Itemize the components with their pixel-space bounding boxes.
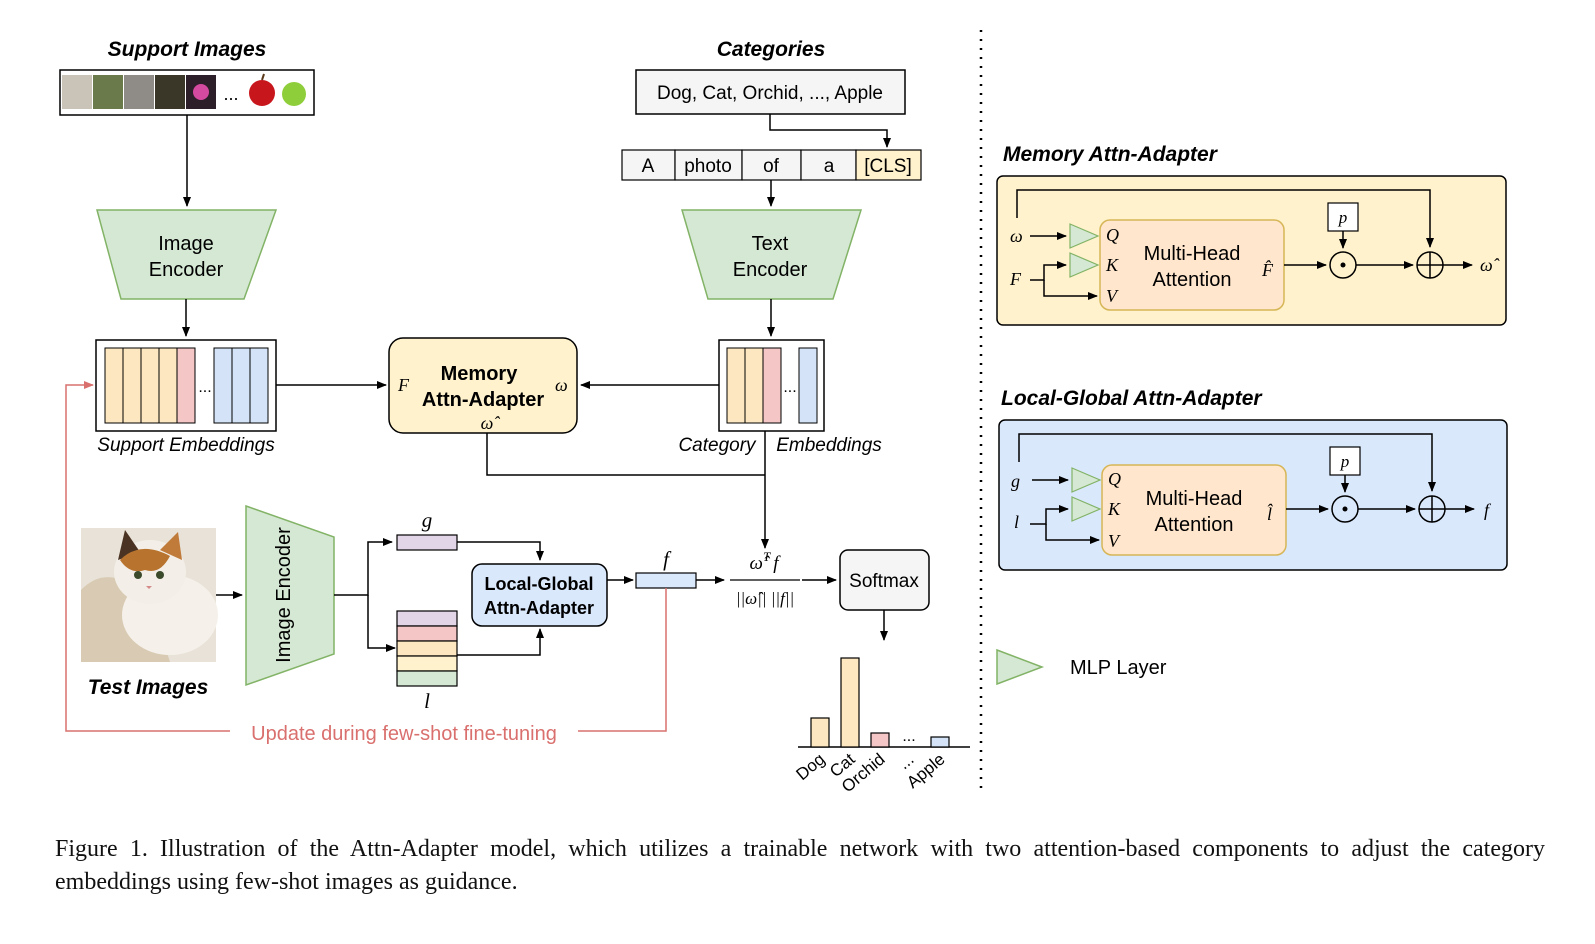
- svg-text:Text: Text: [752, 233, 789, 255]
- green-apple-icon: [282, 82, 306, 106]
- prompt-tokens: A photo of a [CLS]: [621, 149, 922, 181]
- mlp-k-icon: [1069, 252, 1100, 278]
- token-cls: [CLS]: [864, 156, 912, 177]
- svg-text:||ω̂|| ||f||: ||ω̂|| ||f||: [736, 589, 794, 608]
- local-global-panel-title: Local-Global Attn-Adapter: [1001, 387, 1263, 410]
- local-embeddings-l: [396, 610, 458, 687]
- local-global-adapter-detail: g l Q K V Multi-Head Attention l̂ p f: [998, 419, 1508, 571]
- svg-text:f: f: [1484, 500, 1492, 520]
- memory-attn-adapter-block: Memory Attn-Adapter F ω ω̂: [388, 337, 578, 434]
- svg-text:p: p: [1340, 452, 1350, 471]
- svg-text:...: ...: [198, 379, 211, 396]
- svg-text:Image: Image: [158, 233, 214, 255]
- svg-text:Image Encoder: Image Encoder: [273, 527, 295, 663]
- l-label: l: [424, 689, 430, 713]
- cat-thumbnail: [124, 75, 154, 109]
- g-label: g: [422, 508, 433, 532]
- svg-text:Attn-Adapter: Attn-Adapter: [422, 389, 544, 411]
- svg-text:K: K: [1105, 255, 1119, 275]
- svg-text:ω: ω: [1010, 226, 1023, 246]
- f-label: f: [663, 547, 672, 571]
- svg-text:Attention: Attention: [1155, 514, 1234, 536]
- output-bar-ellipsis: ...: [902, 728, 915, 745]
- test-cat-image: [81, 528, 218, 662]
- multi-head-attention-1: [1099, 219, 1285, 311]
- support-embeddings-label: Support Embeddings: [97, 435, 275, 456]
- memory-panel-title: Memory Attn-Adapter: [1003, 143, 1219, 166]
- figure-caption: Figure 1. Illustration of the Attn-Adapt…: [55, 836, 1545, 895]
- categories-title: Categories: [717, 38, 826, 61]
- svg-text:l̂: l̂: [1267, 503, 1273, 524]
- svg-text:p: p: [1338, 208, 1348, 227]
- svg-text:K: K: [1107, 499, 1121, 519]
- svg-text:Softmax: Softmax: [849, 571, 919, 592]
- token-a: A: [642, 156, 655, 177]
- svg-text:V: V: [1108, 531, 1121, 551]
- output-bar-apple: [930, 736, 950, 748]
- support-embeddings: ...: [95, 339, 277, 432]
- mlp-legend: MLP Layer: [996, 648, 1167, 686]
- svg-text:Attention: Attention: [1153, 269, 1232, 291]
- svg-text:Attn-Adapter: Attn-Adapter: [484, 598, 594, 618]
- dog-thumbnail-2: [93, 75, 123, 109]
- dog-thumbnail: [62, 75, 92, 109]
- svg-text:V: V: [1106, 286, 1119, 306]
- final-embedding-f: [635, 572, 697, 589]
- mlp-k-icon-2: [1071, 496, 1102, 522]
- output-bar-dog: [810, 717, 830, 748]
- svg-text:ω: ω: [555, 375, 568, 395]
- text-encoder: Text Encoder: [680, 209, 863, 300]
- svg-text:F: F: [397, 375, 410, 395]
- category-label-part1: Category: [678, 435, 757, 456]
- token-of: of: [763, 156, 780, 177]
- global-embedding-g: [396, 534, 458, 551]
- support-image-encoder: Image Encoder: [96, 209, 278, 300]
- mlp-q-icon-2: [1071, 467, 1102, 493]
- svg-text:Q: Q: [1106, 225, 1119, 245]
- mlp-layer-icon: [996, 648, 1045, 686]
- categories-box: Dog, Cat, Orchid, ..., Apple: [635, 69, 906, 115]
- test-images-title: Test Images: [88, 676, 209, 699]
- svg-text:g: g: [1011, 471, 1020, 491]
- token-photo: photo: [684, 156, 732, 177]
- svg-text:...: ...: [783, 379, 796, 396]
- mlp-q-icon: [1069, 223, 1100, 249]
- support-images-strip: ...: [59, 69, 315, 116]
- svg-text:F: F: [1009, 269, 1022, 289]
- svg-text:ω̂Tf: ω̂Tf: [750, 549, 782, 574]
- local-global-attn-adapter-block: Local-Global Attn-Adapter: [471, 563, 608, 627]
- svg-text:Encoder: Encoder: [149, 259, 224, 281]
- softmax-block: Softmax: [839, 549, 930, 611]
- svg-text:Memory: Memory: [441, 363, 519, 385]
- output-category-label: Dog: [792, 750, 828, 785]
- multi-head-attention-2: [1101, 464, 1287, 556]
- support-ellipsis: ...: [223, 84, 238, 104]
- svg-text:Multi-Head: Multi-Head: [1144, 243, 1241, 265]
- svg-text:Local-Global: Local-Global: [484, 574, 593, 594]
- svg-text:Encoder: Encoder: [733, 259, 808, 281]
- mlp-layer-label: MLP Layer: [1070, 657, 1167, 679]
- svg-text:Q: Q: [1108, 469, 1121, 489]
- svg-text:Multi-Head: Multi-Head: [1146, 488, 1243, 510]
- output-bar-orchid: [870, 732, 890, 748]
- update-label: Update during few-shot fine-tuning: [251, 723, 557, 745]
- token-a-2: a: [824, 156, 835, 177]
- svg-text:l: l: [1014, 512, 1019, 532]
- category-label-part2: Embeddings: [776, 435, 882, 456]
- cat-thumbnail-2: [155, 75, 185, 109]
- svg-text:F̂: F̂: [1261, 260, 1274, 280]
- svg-text:Dog, Cat, Orchid, ..., Apple: Dog, Cat, Orchid, ..., Apple: [657, 83, 883, 104]
- red-apple-icon: [249, 80, 275, 106]
- output-bar-cat: [840, 657, 860, 748]
- support-images-title: Support Images: [108, 38, 267, 61]
- test-image-encoder: Image Encoder: [245, 504, 335, 687]
- category-embeddings: ...: [718, 339, 825, 432]
- memory-adapter-detail: ω F Q K V Multi-Head Attention F̂ p ω̂: [996, 175, 1507, 326]
